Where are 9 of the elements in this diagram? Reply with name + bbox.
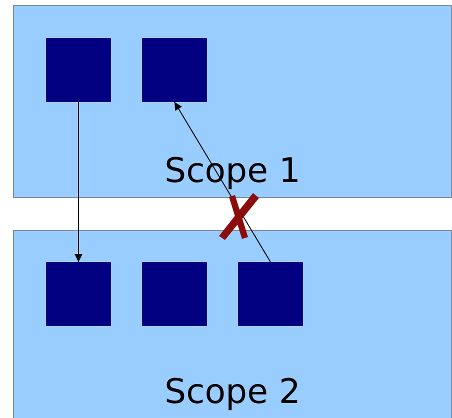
arrow xyxy=(74,102,82,262)
square-box xyxy=(238,262,303,326)
scope-panel xyxy=(13,5,452,198)
square-box xyxy=(46,38,111,102)
square-box xyxy=(142,262,207,326)
scope-panel xyxy=(13,230,452,418)
square-box xyxy=(46,262,111,326)
square-box xyxy=(142,38,207,102)
scope-label: Scope 2 xyxy=(163,372,302,412)
